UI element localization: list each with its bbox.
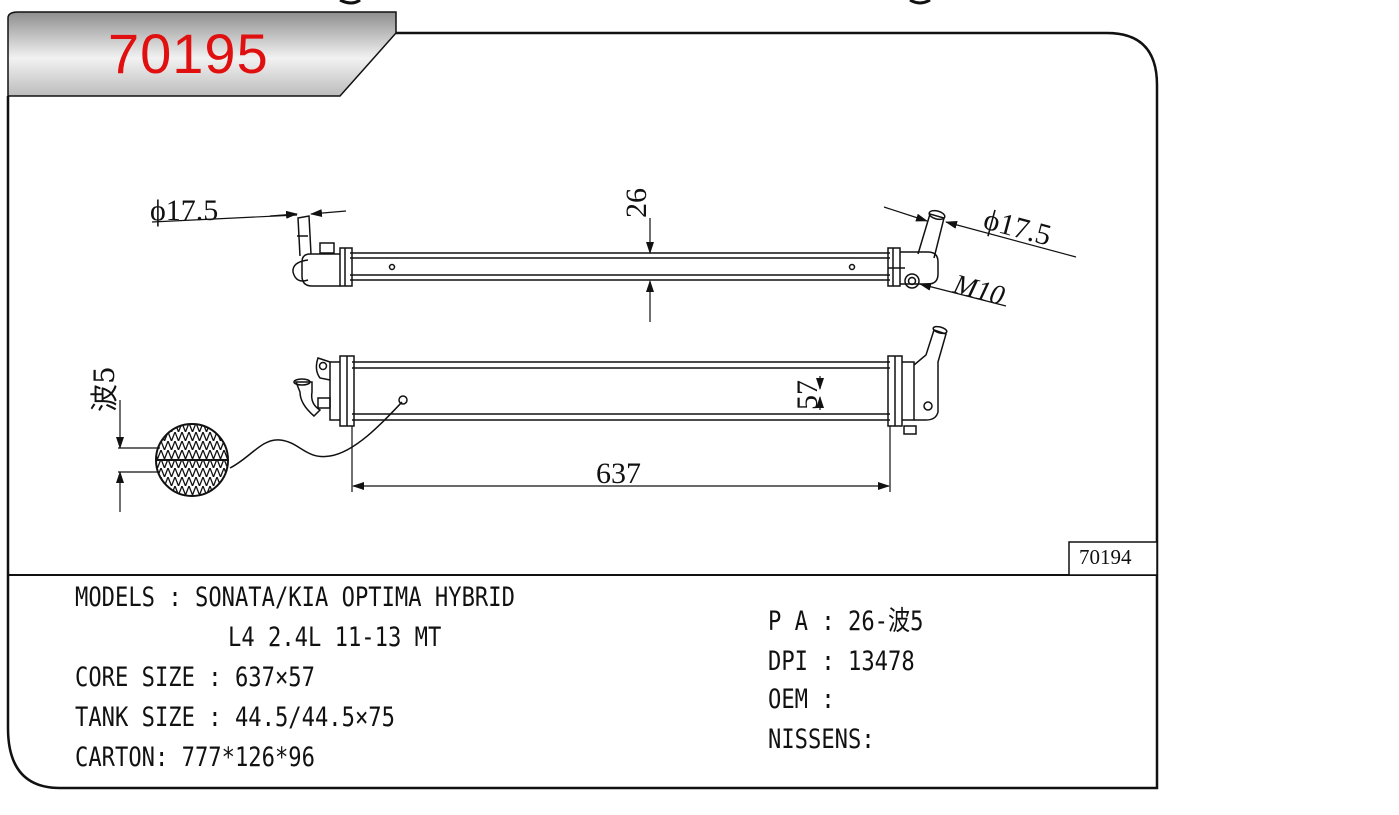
front-view [229, 325, 948, 469]
fin-type-label: 波5 [88, 366, 121, 412]
carton-value: 777*126*96 [181, 742, 315, 773]
tank-size-label: TANK SIZE [75, 702, 195, 733]
core-size-value: 637×57 [234, 662, 315, 693]
drain-plug-label: M10 [949, 269, 1008, 312]
core-height-label: 57 [791, 380, 824, 410]
models-row-continued: L4 2.4L 11-13 MT [228, 624, 441, 651]
tank-size-row: TANK SIZE : 44.5/44.5×75 [75, 702, 395, 733]
dpi-label: DPI [768, 646, 809, 677]
top-view [292, 209, 946, 289]
oem-row: OEM : [768, 684, 849, 715]
pa-row: P A : 26-波5 [768, 606, 924, 637]
inlet-diameter-label: ϕ17.5 [150, 194, 218, 227]
outlet-diameter-label: ϕ17.5 [980, 203, 1055, 253]
dpi-value: 13478 [848, 646, 915, 677]
core-size-row: CORE SIZE : 637×57 [75, 662, 315, 693]
carton-row: CARTON: 777*126*96 [75, 742, 315, 773]
core-thickness-label: 26 [620, 188, 653, 218]
models-value-line2: L4 2.4L 11-13 MT [228, 622, 442, 653]
sheet-border [6, 31, 1159, 790]
part-number-title: 70195 [108, 22, 269, 85]
nissens-row: NISSENS: [768, 724, 875, 755]
models-label: MODELS [75, 582, 155, 613]
core-width-label: 637 [596, 457, 641, 490]
part-number-tab [7, 11, 397, 97]
core-size-label: CORE SIZE [75, 662, 195, 693]
models-row: MODELS : SONATA/KIA OPTIMA HYBRID [75, 582, 515, 613]
top-view-dimensions [151, 206, 1077, 322]
top-edge-mark-left [339, 0, 361, 5]
carton-label: CARTON [75, 742, 155, 773]
reference-part-number: 70194 [1079, 545, 1132, 569]
pa-label: P A [768, 606, 809, 637]
front-view-dimensions [116, 376, 891, 512]
tank-size-value: 44.5/44.5×75 [234, 702, 395, 733]
models-value-line1: SONATA/KIA OPTIMA HYBRID [194, 582, 515, 613]
nissens-label: NISSENS [768, 724, 862, 755]
reference-box [1068, 541, 1158, 576]
top-edge-mark-right [909, 0, 931, 5]
pa-value: 26-波5 [848, 606, 924, 637]
dpi-row: DPI : 13478 [768, 646, 915, 677]
oem-label: OEM [768, 684, 809, 715]
